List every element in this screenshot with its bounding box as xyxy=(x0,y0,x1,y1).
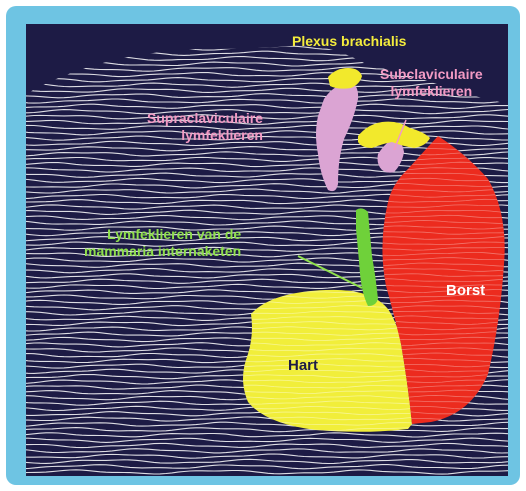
plexus-brachialis-shape-upper xyxy=(328,68,362,89)
heart-text: Hart xyxy=(288,357,318,374)
contour-stripe xyxy=(26,131,508,135)
contour-stripe xyxy=(26,46,508,50)
contour-stripe xyxy=(26,459,508,463)
contour-stripe xyxy=(26,454,508,458)
supraclavicular-text-line2: lymfeklieren xyxy=(147,127,263,144)
contour-stripe xyxy=(26,438,508,442)
contour-stripe xyxy=(26,465,508,469)
subclavicular-text-line1: Subclaviculaire xyxy=(380,66,483,83)
breast-label: Borst xyxy=(446,282,485,299)
contour-stripe xyxy=(26,57,508,61)
contour-stripe xyxy=(26,443,508,447)
internal-mammary-label: Lymfeklieren van de mammaria internakete… xyxy=(84,226,241,260)
contour-stripe xyxy=(26,120,508,124)
plexus-brachialis-label: Plexus brachialis xyxy=(292,33,406,50)
contour-stripe xyxy=(26,449,508,453)
internal-mammary-nodes-shape xyxy=(356,208,378,306)
breast-text: Borst xyxy=(446,282,485,299)
heart-label: Hart xyxy=(288,357,318,374)
contour-stripe xyxy=(26,51,508,55)
contour-stripe xyxy=(26,470,508,474)
internal-mammary-text-line1: Lymfeklieren van de xyxy=(84,226,241,243)
supraclavicular-label: Supraclaviculaire lymfeklieren xyxy=(147,110,263,144)
image-frame: Plexus brachialis Subclaviculaire lymfek… xyxy=(6,6,520,485)
contour-stripe xyxy=(26,422,508,426)
supraclavicular-nodes-shape xyxy=(316,82,358,191)
illustration-panel: Plexus brachialis Subclaviculaire lymfek… xyxy=(26,24,508,476)
contour-stripe xyxy=(26,125,508,129)
subclavicular-text-line2: lymfeklieren xyxy=(380,83,483,100)
plexus-brachialis-text: Plexus brachialis xyxy=(292,33,406,50)
contour-stripe xyxy=(26,110,508,114)
contour-stripe xyxy=(26,115,508,119)
mammary-leader-line xyxy=(298,256,362,288)
contour-stripe xyxy=(26,104,508,108)
internal-mammary-text-line2: mammaria internaketen xyxy=(84,243,241,260)
subclavicular-label: Subclaviculaire lymfeklieren xyxy=(380,66,483,100)
supraclavicular-text-line1: Supraclaviculaire xyxy=(147,110,263,127)
contour-stripe xyxy=(26,428,508,432)
contour-stripe xyxy=(26,433,508,437)
